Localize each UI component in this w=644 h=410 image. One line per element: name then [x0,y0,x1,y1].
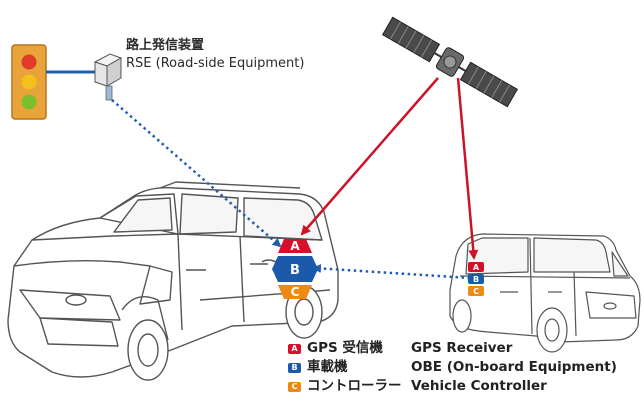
suv-small [449,233,641,353]
v2v-link [312,263,471,280]
traffic-light-icon [11,44,47,120]
gps-signal-small [456,77,479,260]
legend-item-gps: A GPS 受信機 GPS Receiver [288,339,617,358]
badge-b-large: B [272,256,318,282]
svg-text:B: B [290,263,300,278]
badge-c-large: C [278,285,312,299]
badge-b-small: B [468,274,484,284]
svg-text:A: A [473,263,480,272]
gps-signal-large [300,77,439,236]
legend: A GPS 受信機 GPS Receiver B 車載機 OBE (On-boa… [288,339,617,396]
legend-label-jp: 車載機 [307,359,348,375]
svg-text:C: C [473,287,479,296]
rse-label: 路上発信装置 RSE (Road-side Equipment) [126,37,304,73]
svg-text:B: B [473,275,479,284]
svg-text:A: A [290,239,300,253]
legend-item-controller: C コントローラー Vehicle Controller [288,377,617,396]
legend-label-en: Vehicle Controller [411,378,547,394]
legend-label-jp: コントローラー [307,378,402,394]
rse-to-obe-link [111,99,282,248]
legend-badge-b: B [288,362,301,373]
svg-text:C: C [291,285,300,299]
rse-device-icon [93,53,123,101]
legend-item-obe: B 車載機 OBE (On-board Equipment) [288,358,617,377]
badge-a-small: A [468,262,484,272]
legend-badge-a: A [288,343,301,354]
badge-a-large: A [278,239,312,253]
legend-label-en: OBE (On-board Equipment) [411,359,617,375]
badge-c-small: C [468,286,484,296]
legend-label-en: GPS Receiver [411,340,513,356]
legend-badge-c: C [288,381,301,392]
satellite-icon [381,16,519,108]
rse-label-jp: 路上発信装置 [126,38,205,53]
legend-label-jp: GPS 受信機 [307,340,383,356]
rse-label-en: RSE (Road-side Equipment) [126,56,305,71]
